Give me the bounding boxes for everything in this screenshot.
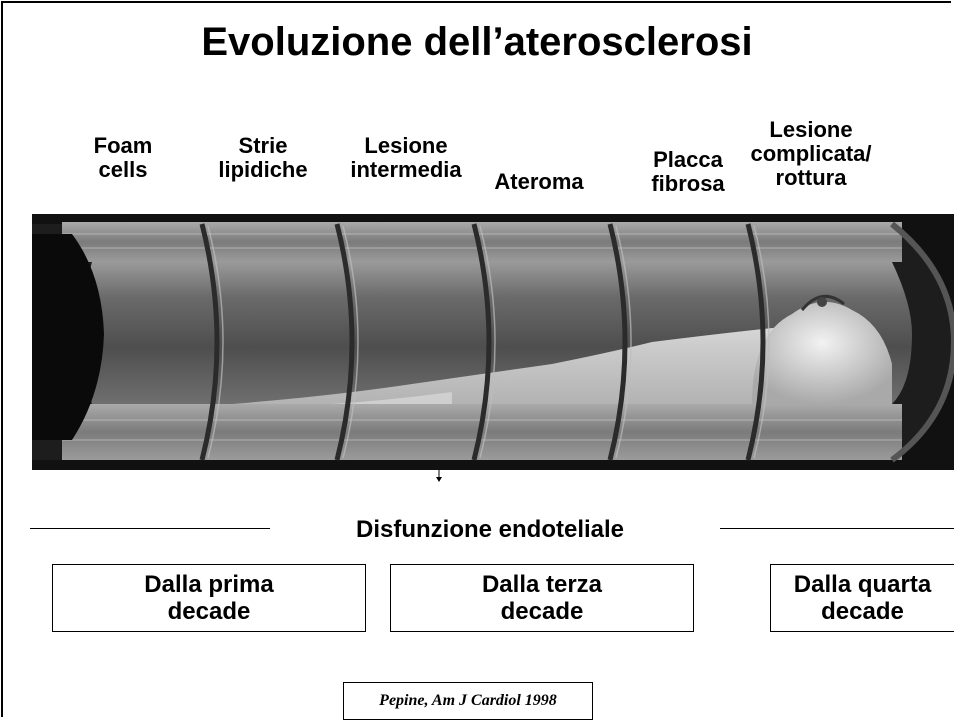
decade-label-fourth: Dalla quarta decade: [794, 571, 931, 625]
stage-label-placca-fibrosa: Placca fibrosa: [638, 148, 738, 196]
stage-label-foam-cells: Foam cells: [78, 134, 168, 182]
stage-label-strie-lipidiche: Strie lipidiche: [204, 134, 322, 182]
down-arrow-icon: [434, 470, 444, 482]
decade-box-first: Dalla prima decade: [52, 564, 366, 632]
right-rule: [720, 528, 954, 529]
stage-label-lesione-intermedia: Lesione intermedia: [332, 134, 480, 182]
decade-box-third: Dalla terza decade: [390, 564, 694, 632]
decade-box-fourth: Dalla quarta decade: [770, 564, 954, 632]
slide-title: Evoluzione dell’aterosclerosi: [0, 20, 954, 65]
citation: Pepine, Am J Cardiol 1998: [343, 682, 593, 720]
decade-label-third: Dalla terza decade: [482, 571, 602, 625]
stage-label-lesione-complicata: Lesione complicata/ rottura: [742, 118, 880, 190]
left-rule: [30, 528, 270, 529]
artery-illustration: [32, 214, 954, 470]
endothelial-dysfunction-label: Disfunzione endoteliale: [270, 516, 710, 544]
decade-label-first: Dalla prima decade: [144, 571, 273, 625]
stage-label-ateroma: Ateroma: [484, 170, 594, 194]
